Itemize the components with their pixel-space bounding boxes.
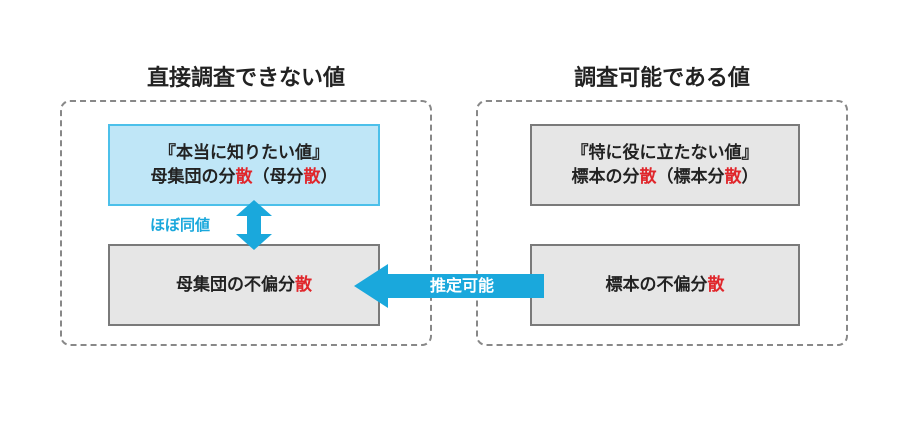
sample-unbiased-variance-box: 標本の不偏分散 bbox=[530, 244, 800, 326]
population-unbiased-variance-box: 母集団の不偏分散 bbox=[108, 244, 380, 326]
sample-variance-red-b: 散 bbox=[724, 167, 742, 187]
sample-unbiased-variance-label: 標本の不偏分散 bbox=[606, 273, 725, 297]
population-variance-text-a: 母集団の分 bbox=[150, 167, 236, 187]
population-variance-box: 『本当に知りたい値』 母集団の分散（母分散） bbox=[108, 124, 380, 206]
population-variance-text-c: ） bbox=[320, 167, 338, 187]
left-heading: 直接調査できない値 bbox=[146, 66, 345, 91]
left-arrow-icon bbox=[354, 264, 544, 308]
sample-variance-title: 『特に役に立たない値』 bbox=[571, 143, 759, 163]
population-unbiased-variance-red: 散 bbox=[295, 275, 312, 295]
left-panel bbox=[60, 100, 432, 346]
approximately-equal-label: ほぼ同値 bbox=[150, 216, 211, 234]
sample-variance-red-a: 散 bbox=[639, 167, 657, 187]
sample-unbiased-variance-red: 散 bbox=[707, 275, 725, 295]
right-heading: 調査可能である値 bbox=[574, 66, 750, 91]
population-variance-title: 『本当に知りたい値』 bbox=[159, 143, 329, 163]
sample-variance-text-a: 標本の分 bbox=[571, 167, 640, 187]
population-variance-label: 母集団の分散（母分散） bbox=[151, 165, 338, 189]
population-variance-text-b: （母分 bbox=[252, 167, 304, 187]
right-panel bbox=[476, 100, 848, 346]
population-unbiased-variance-text: 母集団の不偏分 bbox=[176, 275, 295, 295]
sample-variance-label: 標本の分散（標本分散） bbox=[572, 165, 759, 189]
double-arrow-icon bbox=[236, 200, 272, 250]
sample-variance-box: 『特に役に立たない値』 標本の分散（標本分散） bbox=[530, 124, 800, 206]
sample-variance-text-c: ） bbox=[741, 167, 759, 187]
population-variance-red-a: 散 bbox=[235, 167, 253, 187]
population-unbiased-variance-label: 母集団の不偏分散 bbox=[176, 273, 312, 297]
estimable-label: 推定可能 bbox=[429, 276, 494, 295]
sample-variance-text-b: （標本分 bbox=[656, 167, 725, 187]
population-variance-red-b: 散 bbox=[303, 167, 321, 187]
sample-unbiased-variance-text: 標本の不偏分 bbox=[605, 275, 708, 295]
